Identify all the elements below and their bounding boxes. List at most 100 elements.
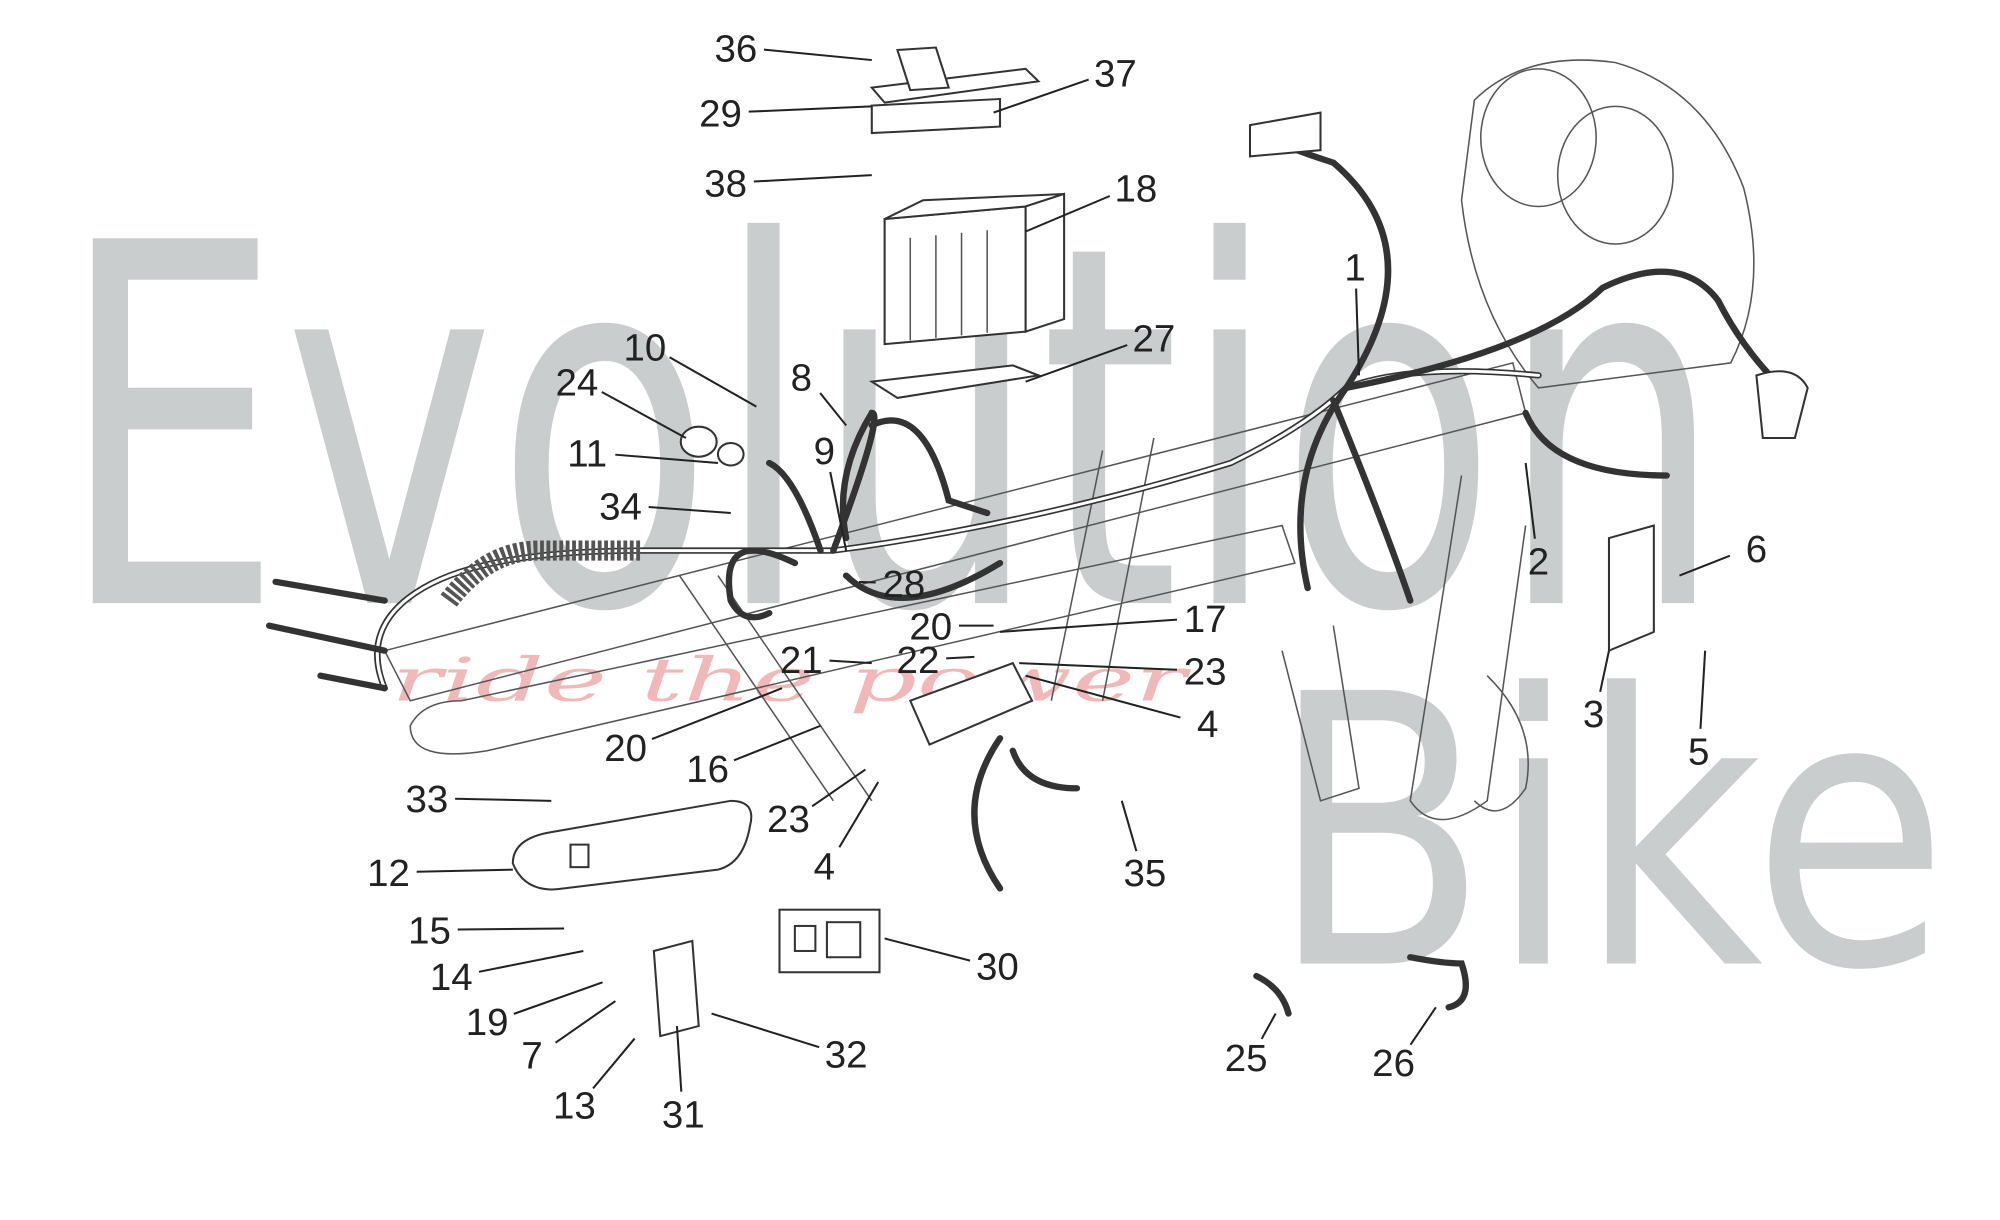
battery-pad-38: [870, 97, 1002, 135]
callout-17: 17: [999, 599, 1227, 641]
leader-line: [513, 981, 603, 1015]
callout-label: 11: [567, 434, 607, 475]
leader-line: [651, 687, 783, 741]
leader-line: [416, 868, 513, 873]
callout-19: 19: [466, 981, 603, 1044]
leader-line: [1019, 662, 1177, 671]
leader-line: [819, 392, 847, 427]
leader-line: [733, 724, 821, 762]
leader-line: [829, 471, 848, 551]
plate-12: [511, 799, 753, 891]
leader-line: [1025, 195, 1111, 233]
callout-label: 4: [814, 847, 835, 888]
leader-line: [993, 78, 1089, 114]
callout-label: 18: [1115, 169, 1158, 210]
callout-16: 16: [686, 724, 821, 791]
callout-3: 3: [1583, 650, 1610, 736]
callout-34: 34: [599, 487, 731, 528]
leader-line: [1260, 1013, 1277, 1040]
callout-label: 22: [897, 641, 940, 682]
leader-line: [1699, 650, 1707, 729]
leader-line: [648, 506, 731, 515]
callout-21: 21: [780, 641, 872, 682]
leader-line: [811, 768, 866, 808]
watermark-slogan: ride the power: [391, 646, 1193, 715]
callout-33: 33: [406, 779, 552, 821]
callout-18: 18: [1025, 169, 1158, 233]
callout-label: 33: [406, 779, 449, 820]
callout-label: 9: [814, 432, 835, 473]
watermark-bike: Bike: [1269, 615, 1948, 1053]
callout-25: 25: [1225, 1013, 1277, 1080]
leader-line: [829, 659, 872, 665]
leader-line: [601, 391, 687, 439]
callout-label: 19: [466, 1002, 509, 1043]
callout-label: 23: [767, 800, 810, 841]
instrument-cluster: [1460, 59, 1755, 812]
leader-line: [1599, 650, 1610, 693]
callout-label: 25: [1225, 1039, 1268, 1080]
callout-label: 21: [780, 641, 823, 682]
leader-line: [1524, 462, 1536, 539]
leader-line: [763, 48, 872, 62]
battery-tray-27: [868, 364, 1043, 399]
callout-label: 30: [976, 947, 1019, 988]
callout-label: 1: [1344, 248, 1365, 289]
leader-line: [838, 781, 880, 848]
callout-label: 35: [1123, 853, 1166, 894]
callout-label: 31: [662, 1095, 705, 1136]
leader-line: [1409, 1006, 1437, 1046]
leader-line: [615, 453, 719, 464]
callout-label: 15: [408, 911, 451, 952]
callout-label: 16: [686, 749, 729, 790]
frame: [383, 361, 1527, 821]
callout-37: 37: [993, 54, 1137, 114]
battery-bracket-29: [869, 46, 1041, 104]
callout-4: 4: [814, 781, 880, 889]
leader-line: [592, 1037, 636, 1090]
callout-label: 5: [1688, 732, 1709, 773]
relay-box-30: [778, 908, 881, 974]
callout-label: 32: [825, 1035, 868, 1076]
leader-line: [1025, 344, 1128, 383]
callout-22: 22: [897, 641, 975, 682]
leader-line: [858, 580, 876, 584]
callout-29: 29: [699, 94, 872, 135]
callout-6: 6: [1679, 529, 1767, 577]
callout-label: 36: [715, 29, 758, 70]
callout-label: 12: [367, 853, 410, 894]
leader-line: [1679, 554, 1731, 577]
callout-label: 23: [1184, 652, 1227, 693]
callout-label: 10: [623, 328, 666, 369]
callout-1: 1: [1344, 248, 1366, 376]
callout-38: 38: [704, 164, 872, 205]
fuse-box-16: [908, 661, 1034, 746]
callout-12: 12: [367, 853, 513, 895]
leader-line: [946, 655, 975, 660]
callout-10: 10: [623, 328, 757, 408]
regulator-3: [1607, 524, 1655, 653]
callout-label: 8: [791, 358, 812, 399]
callout-label: 26: [1372, 1044, 1415, 1085]
callout-label: 2: [1528, 542, 1549, 583]
callout-label: 6: [1746, 529, 1767, 570]
callout-7: 7: [521, 1000, 616, 1077]
callout-31: 31: [662, 1025, 705, 1136]
callout-5: 5: [1688, 650, 1709, 773]
leader-line: [999, 618, 1178, 633]
callout-label: 14: [430, 957, 473, 998]
callout-label: 38: [704, 164, 747, 205]
leader-line: [753, 174, 872, 183]
callout-2: 2: [1524, 462, 1549, 583]
callout-label: 17: [1184, 599, 1227, 640]
callout-label: 24: [556, 363, 599, 404]
leader-line: [455, 797, 552, 802]
callout-label: 3: [1583, 694, 1604, 735]
callout-11: 11: [567, 434, 719, 476]
leader-line: [1355, 288, 1360, 376]
callout-label: 37: [1094, 54, 1137, 95]
callout-35: 35: [1120, 800, 1166, 895]
leader-line: [675, 1025, 683, 1092]
leader-line: [748, 105, 872, 113]
